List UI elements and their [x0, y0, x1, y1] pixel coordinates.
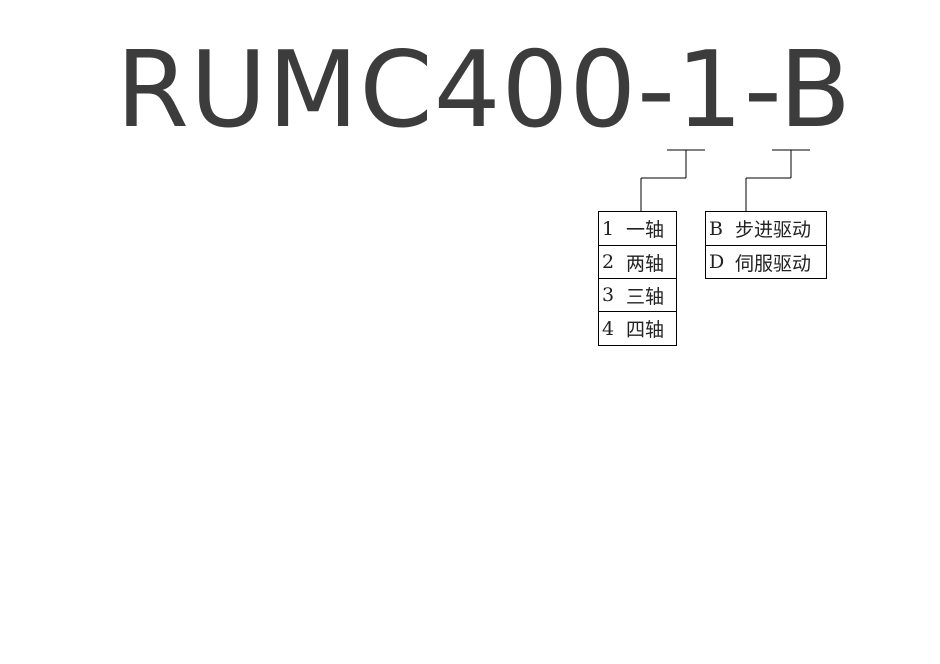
drive-option-row: D 伺服驱动	[706, 246, 826, 278]
axis-option-label: 两轴	[626, 252, 665, 275]
drive-option-label: 伺服驱动	[735, 252, 812, 275]
model-code-title: RUMC400-1-B	[116, 29, 853, 151]
axis-option-code: 1	[602, 217, 615, 240]
axis-option-code: 2	[602, 251, 615, 273]
drive-option-code: D	[709, 251, 725, 273]
axis-option-row: 4 四轴	[599, 312, 676, 345]
axis-option-code: 4	[602, 317, 615, 340]
drive-option-row: B 步进驱动	[706, 212, 826, 246]
axis-option-code: 3	[602, 284, 615, 306]
axis-option-label: 四轴	[626, 319, 665, 341]
drive-option-code: B	[709, 217, 723, 240]
axis-option-row: 2 两轴	[599, 246, 676, 279]
drive-option-label: 步进驱动	[735, 219, 812, 241]
drive-options-box: B 步进驱动 D 伺服驱动	[705, 211, 827, 279]
axis-options-box: 1 一轴 2 两轴 3 三轴 4 四轴	[598, 211, 677, 346]
axis-option-label: 一轴	[626, 219, 665, 241]
axis-option-label: 三轴	[626, 285, 665, 308]
axis-option-row: 1 一轴	[599, 212, 676, 246]
axis-option-row: 3 三轴	[599, 279, 676, 312]
